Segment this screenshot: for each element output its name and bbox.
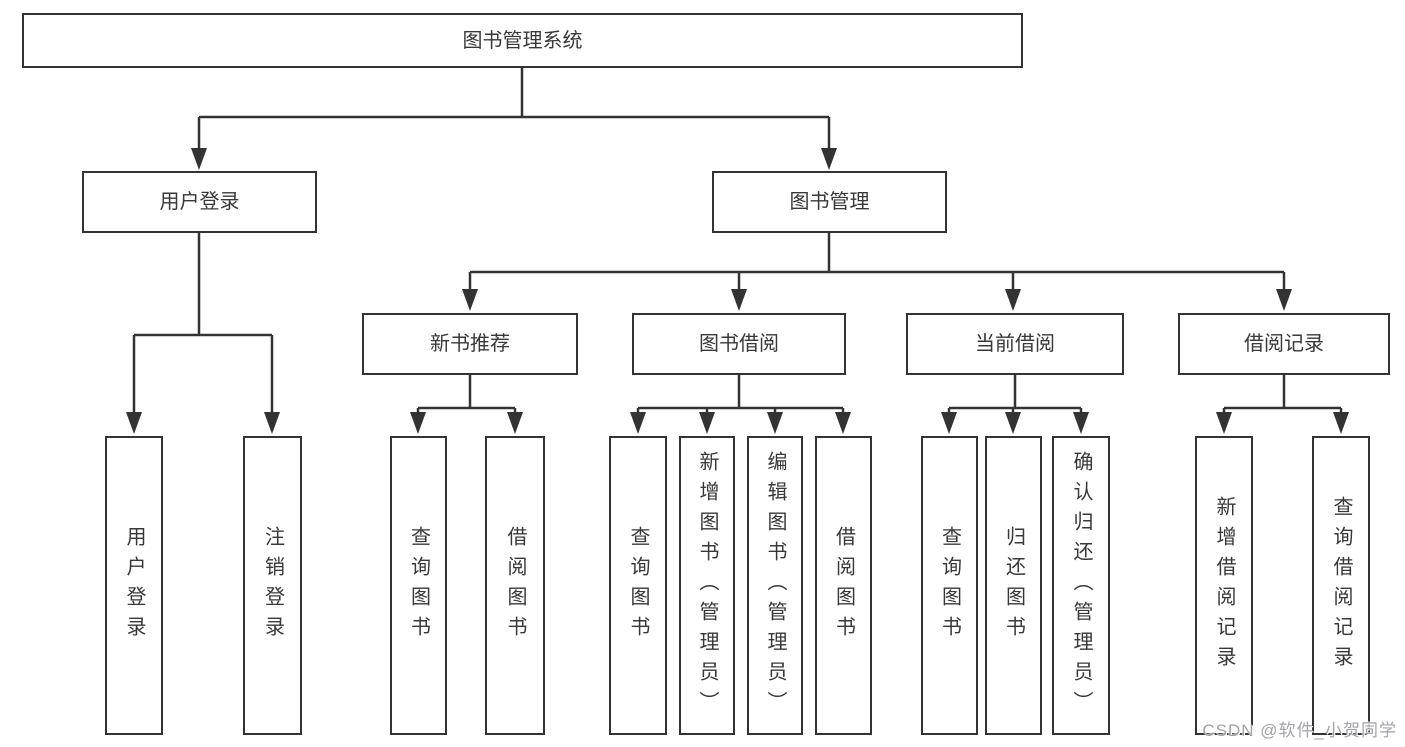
node-leaf-confirm-return-admin: 确认归还（管理员） <box>1052 436 1110 735</box>
watermark-text: CSDN @软件_小贺同学 <box>1202 721 1397 740</box>
node-leaf-return-book: 归还图书 <box>985 436 1042 735</box>
node-leaf-logout: 注销登录 <box>243 436 302 735</box>
node-user-login: 用户登录 <box>82 171 317 233</box>
node-library-management-system: 图书管理系统 <box>22 13 1023 68</box>
node-leaf-query-borrow-record: 查询借阅记录 <box>1312 436 1370 735</box>
node-leaf-query-books-recommend: 查询图书 <box>390 436 447 735</box>
node-book-management: 图书管理 <box>712 171 947 233</box>
node-borrow-records: 借阅记录 <box>1178 313 1390 375</box>
node-leaf-query-books-current: 查询图书 <box>921 436 978 735</box>
connector-book-management-to-level3 <box>462 233 1292 311</box>
node-leaf-add-book-admin: 新增图书（管理员） <box>679 436 735 735</box>
connector-borrow-records-to-leaves <box>1216 375 1349 434</box>
node-new-book-recommend: 新书推荐 <box>362 313 578 375</box>
connector-current-borrow-to-leaves <box>941 375 1089 434</box>
node-leaf-borrow-books-borrow: 借阅图书 <box>815 436 872 735</box>
connector-new-book-recommend-to-leaves <box>410 375 523 434</box>
node-leaf-query-books-borrow: 查询图书 <box>609 436 667 735</box>
node-leaf-edit-book-admin: 编辑图书（管理员） <box>747 436 803 735</box>
connector-user-login-to-leaves <box>126 233 280 434</box>
node-book-borrow: 图书借阅 <box>632 313 846 375</box>
node-current-borrow: 当前借阅 <box>906 313 1124 375</box>
node-leaf-add-borrow-record: 新增借阅记录 <box>1195 436 1253 735</box>
node-leaf-user-login: 用户登录 <box>105 436 163 735</box>
connector-book-borrow-to-leaves <box>630 375 851 434</box>
node-leaf-borrow-books-recommend: 借阅图书 <box>485 436 545 735</box>
connector-root-to-level2 <box>191 68 837 170</box>
